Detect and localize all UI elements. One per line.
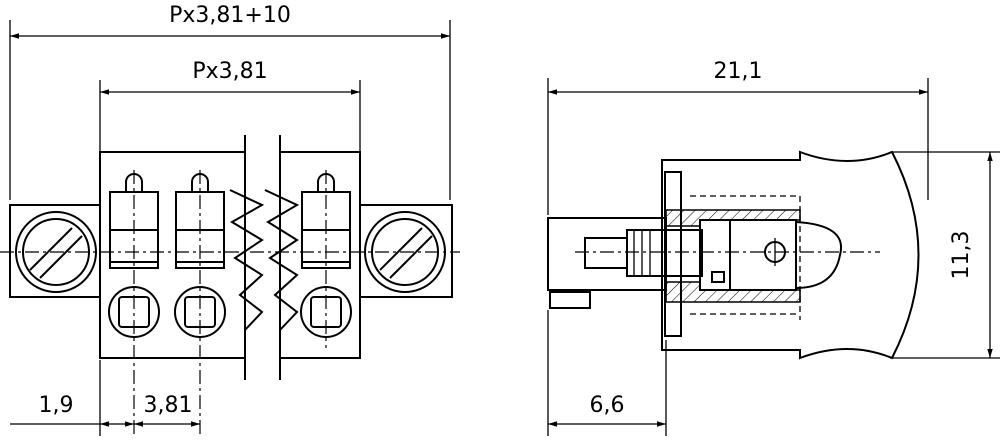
section-hatch-bottom <box>665 281 801 303</box>
side-body <box>661 150 920 360</box>
section-hatch-top <box>665 209 801 227</box>
dimension-depth: 21,1 <box>547 59 929 215</box>
pin-housing <box>547 217 667 291</box>
dimension-offset: 1,9 <box>10 360 134 436</box>
total-width-label: Px3,81+10 <box>169 3 291 28</box>
side-view: 21,1 11,3 <box>547 59 1000 436</box>
pin-length-label: 6,6 <box>590 393 625 418</box>
dimension-total-width: Px3,81+10 <box>9 3 451 200</box>
pitch-width-label: Px3,81 <box>192 59 267 84</box>
offset-label: 1,9 <box>39 393 74 418</box>
contact-pin <box>584 229 703 277</box>
height-label: 11,3 <box>949 231 974 280</box>
break-lines <box>229 135 300 380</box>
pin-foot <box>549 291 591 309</box>
front-center-lines <box>0 170 460 436</box>
front-plate <box>664 171 682 337</box>
dimension-height: 11,3 <box>890 151 1000 359</box>
dimension-pin-length: 6,6 <box>547 310 667 436</box>
depth-label: 21,1 <box>714 59 763 84</box>
dimension-pitch-width: Px3,81 <box>99 59 361 152</box>
pitch-label: 3,81 <box>144 393 193 418</box>
dimension-pitch: 3,81 <box>134 393 200 427</box>
front-view: Px3,81+10 Px3,81 <box>0 3 460 436</box>
clamp-screw <box>699 219 843 291</box>
left-screw <box>15 211 97 293</box>
